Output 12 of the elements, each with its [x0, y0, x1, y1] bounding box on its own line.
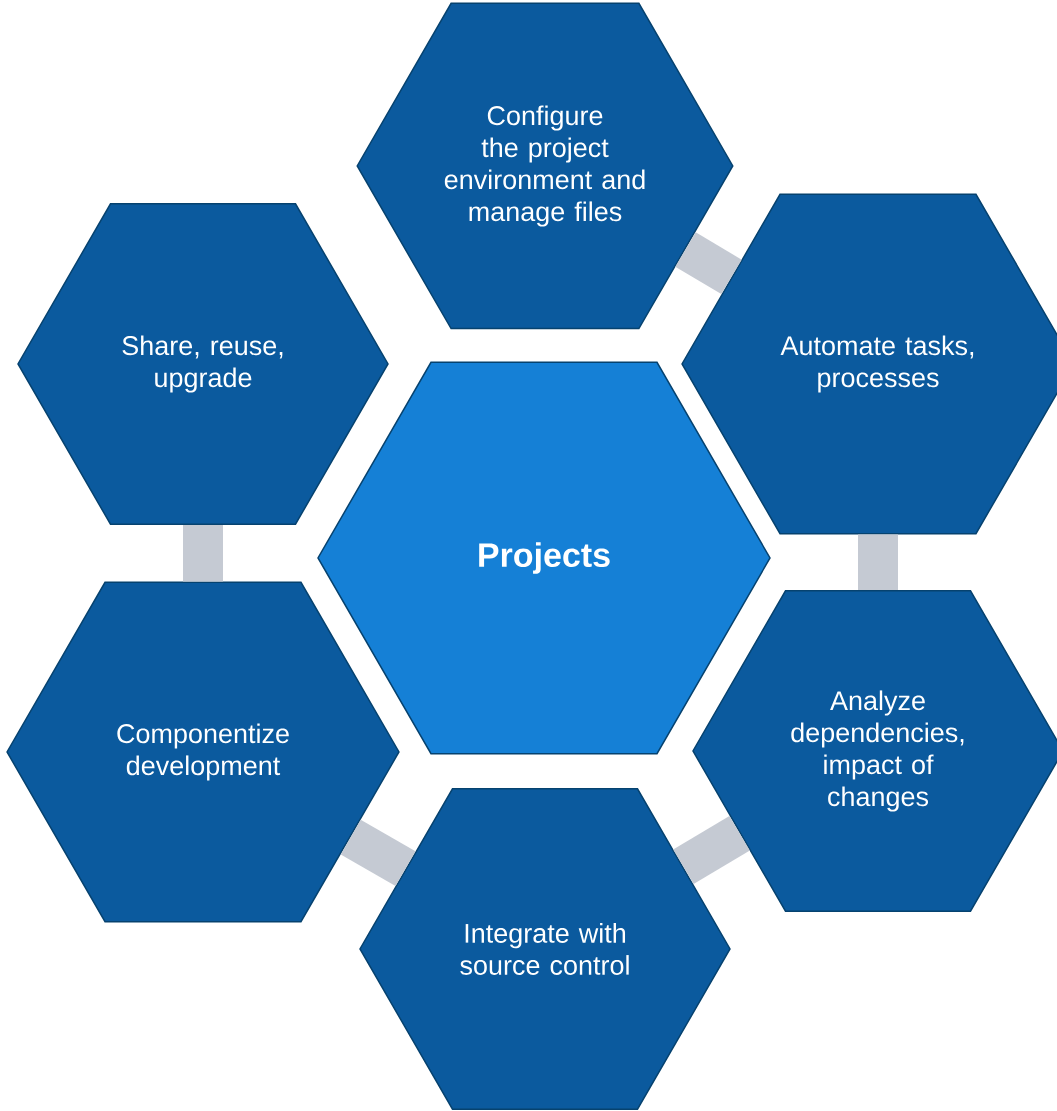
connector-band [858, 534, 898, 590]
connector-band [673, 816, 750, 884]
hexagon: Integrate with source control [359, 788, 731, 1110]
connector-band [340, 819, 416, 886]
hexagon: Componentize development [6, 581, 400, 923]
hexagon: Share, reuse, upgrade [17, 203, 389, 525]
hexagon: Configure the project environment and manage files [356, 2, 734, 330]
connector-band [183, 525, 223, 582]
connector-band [675, 232, 742, 295]
hexagon: Analyze dependencies, impact of changes [692, 590, 1057, 912]
center-hexagon: Projects [317, 361, 771, 755]
hexagon: Automate tasks, processes [681, 193, 1057, 535]
